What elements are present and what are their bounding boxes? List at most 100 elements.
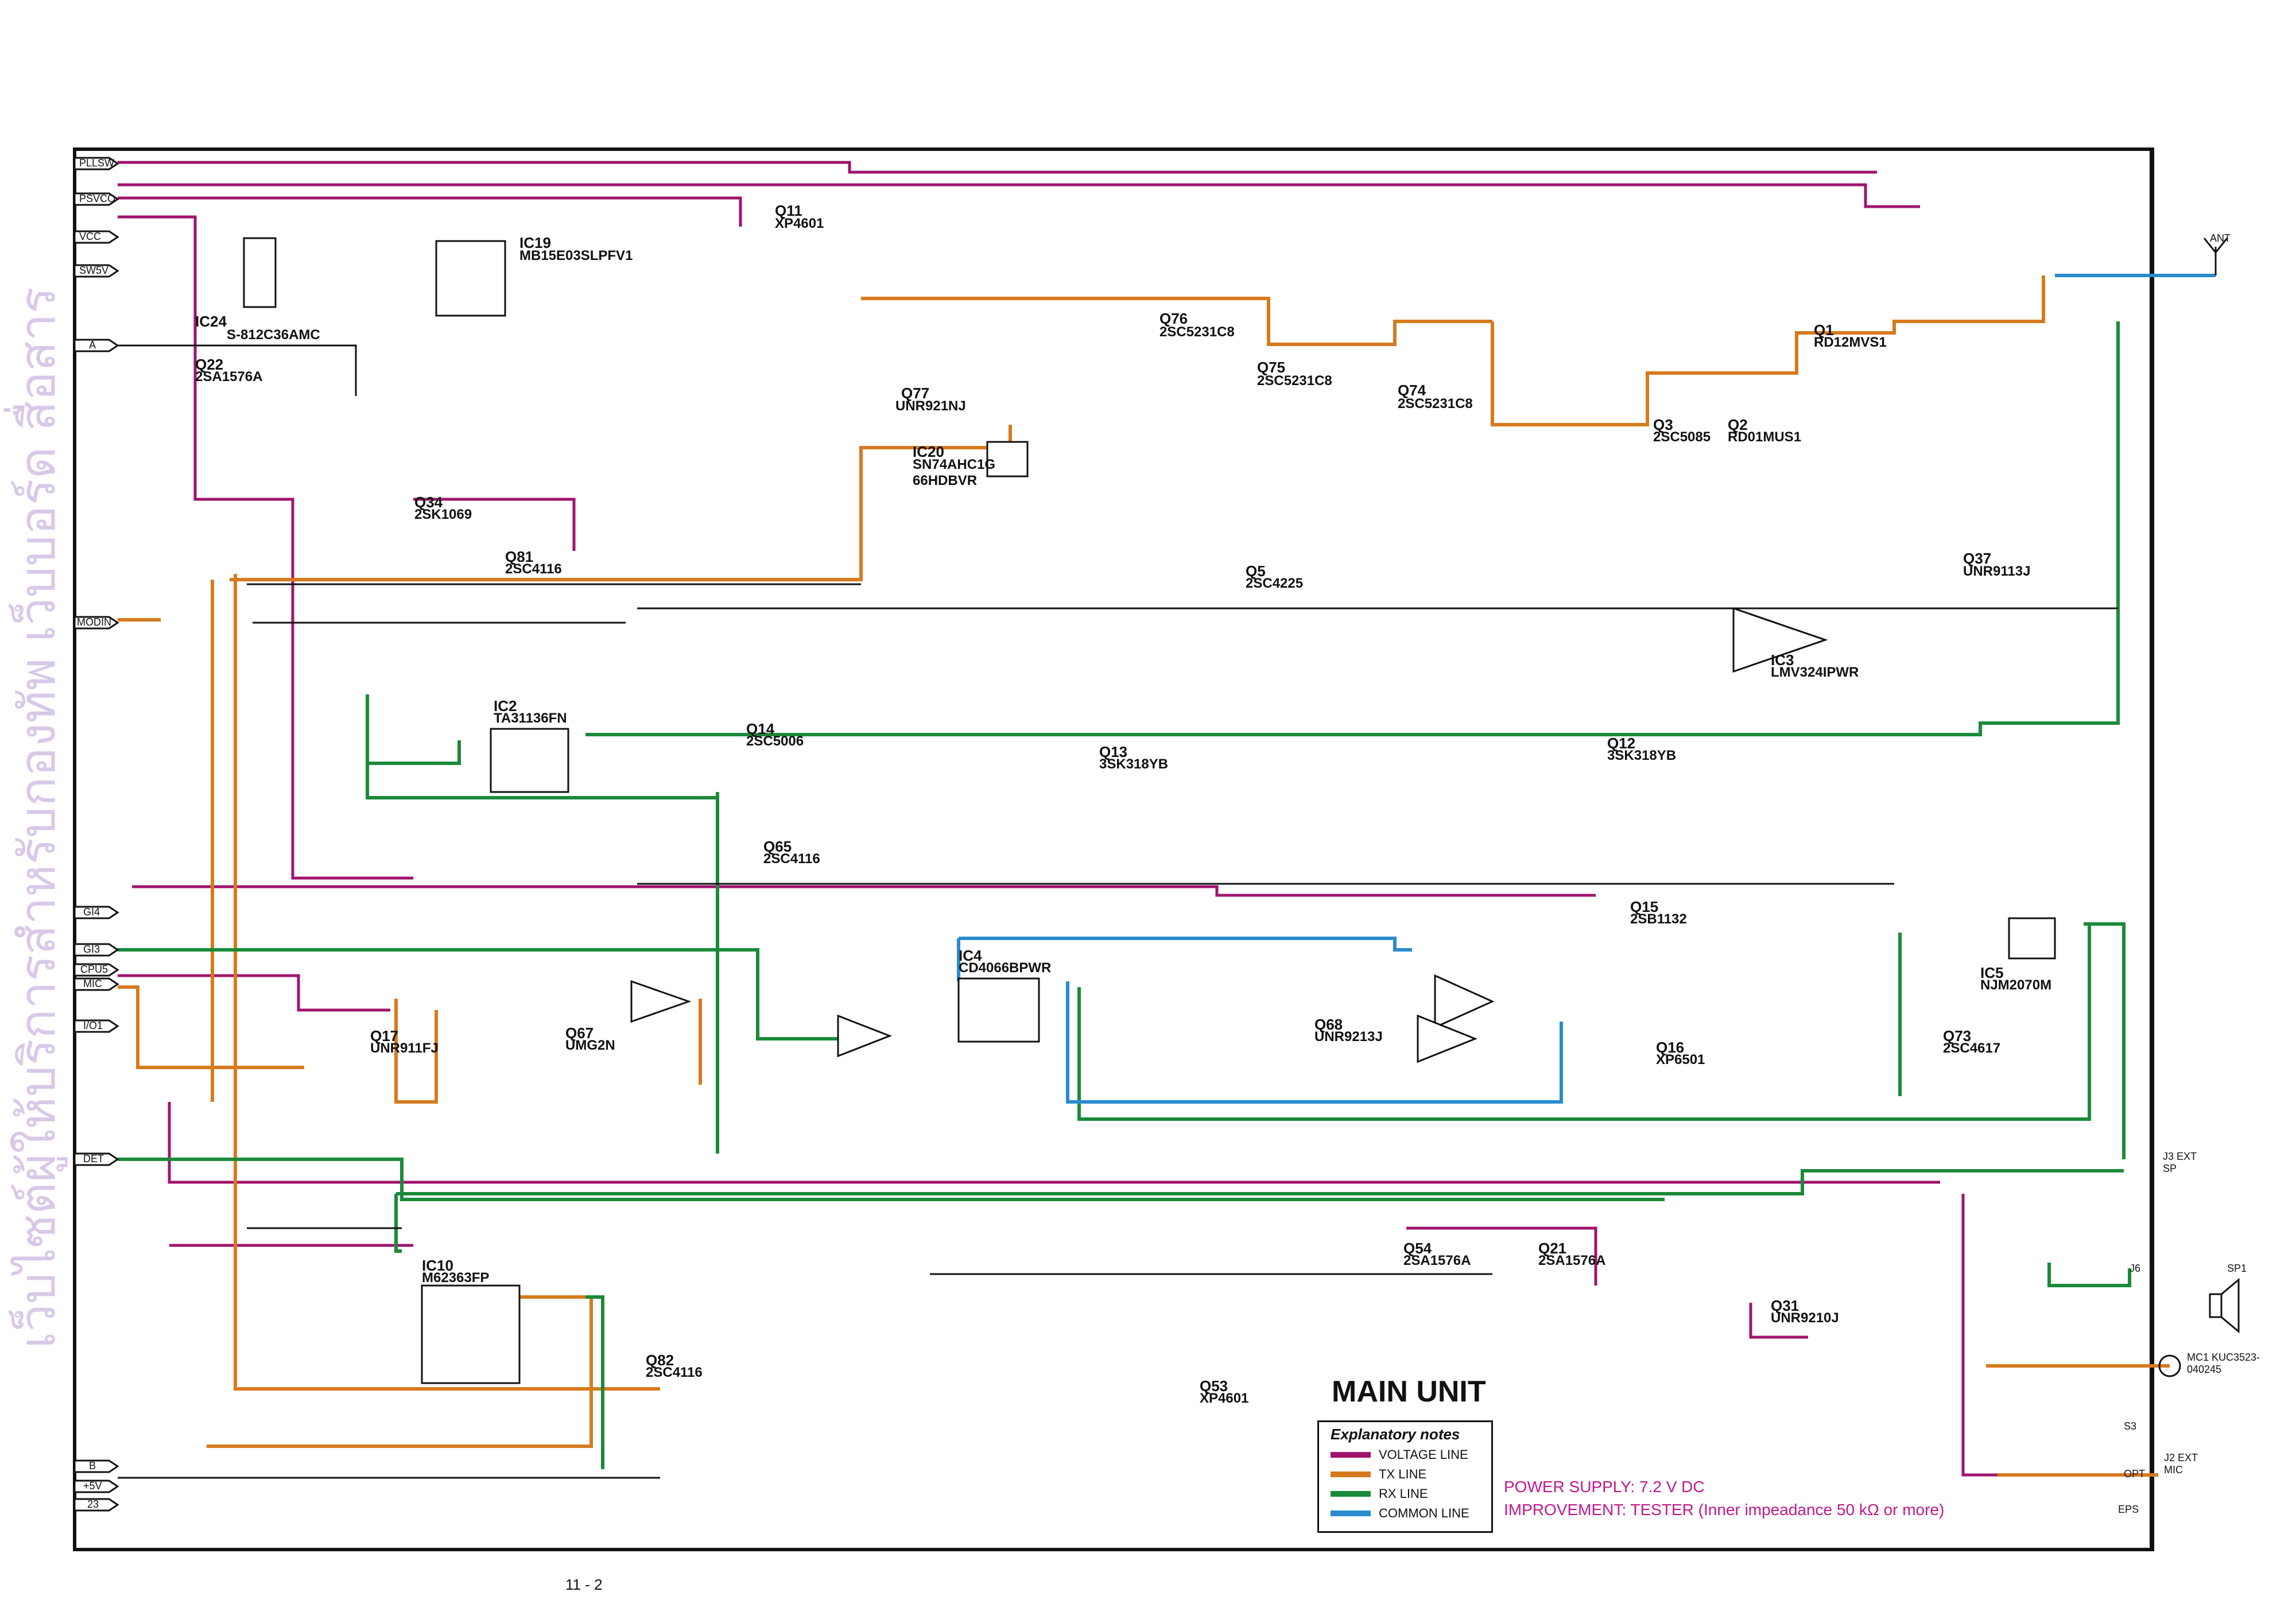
ic3-opamp-rx: [1732, 607, 1828, 673]
left-connector-tabs: [73, 157, 119, 1512]
voltage-line-opt: [1961, 1194, 2147, 1477]
q81-part: 2SC4116: [505, 561, 562, 577]
page-number: 11 - 2: [565, 1576, 603, 1593]
q14-label: Q14: [746, 720, 775, 737]
connector-label-gi3: GI3: [83, 943, 100, 955]
voltage-line-vcc: [118, 183, 1920, 208]
schematic-frame: [73, 147, 2154, 1551]
connector-label-sw5v: SW5V: [79, 265, 109, 276]
connector-label-5v: +5V: [83, 1480, 102, 1492]
connector-label-gi4: GI4: [83, 906, 100, 918]
q17-part: UNR911FJ: [370, 1040, 439, 1056]
legend-swatch-tx: [1331, 1471, 1371, 1477]
voltage-line-vcc-mid: [132, 885, 1596, 897]
diagram-title: MAIN UNIT: [1332, 1375, 1486, 1408]
q14-part: 2SC5006: [746, 733, 804, 749]
antenna-symbol: [2203, 238, 2228, 275]
connector-tab: [73, 906, 119, 919]
tx-line-mod: [211, 574, 660, 1391]
connector-tab: [73, 1498, 119, 1512]
ic10-part: M62363FP: [422, 1270, 490, 1286]
signal-line-a: [118, 344, 357, 396]
q3-label: Q3: [1653, 416, 1673, 433]
q82-label: Q82: [646, 1352, 674, 1369]
connector-tab: [73, 1152, 119, 1166]
ic5-part: NJM2070M: [1980, 977, 2052, 993]
connector-tab: [73, 264, 119, 278]
connector-label-vcc: VCC: [79, 231, 102, 242]
rx-line-speaker: [2047, 1263, 2131, 1287]
tx-line-mod-bus: [230, 425, 1012, 581]
q2-label: Q2: [1728, 416, 1748, 433]
connector-label-cpu5: CPU5: [80, 964, 108, 975]
ic5-body: [2008, 917, 2056, 960]
q73-part: 2SC4617: [1943, 1040, 2001, 1056]
connector-label-ant: ANT: [2210, 232, 2231, 244]
q31-part: UNR9210J: [1771, 1310, 1839, 1326]
q54-label: Q54: [1403, 1240, 1432, 1257]
q37-label: Q37: [1963, 550, 1992, 567]
connector-label-mc1: MC1 KUC3523-040245: [2187, 1352, 2260, 1375]
connector-tab: [73, 1459, 119, 1473]
tx-line-mic-amp: [394, 999, 438, 1104]
q3-part: 2SC5085: [1653, 429, 1711, 445]
legend: Explanatory notes VOLTAGE LINE TX LINE R…: [1317, 1420, 1493, 1533]
connector-label-j3: J3 EXT SP: [2163, 1151, 2197, 1174]
legend-item-tx: TX LINE: [1331, 1466, 1426, 1483]
connector-tab: [73, 616, 119, 630]
connector-label-io1: I/O1: [83, 1020, 103, 1031]
ic19-part: MB15E03SLPFV1: [519, 248, 633, 263]
ic4-label: IC4: [959, 947, 982, 964]
tx-line-ic10: [207, 1295, 593, 1448]
rx-line-volout: [394, 1194, 402, 1253]
connector-tab: [73, 157, 119, 170]
connector-tab: [73, 339, 119, 352]
connector-label-modin: MODIN: [77, 616, 111, 628]
legend-swatch-common: [1331, 1511, 1371, 1516]
connector-label-mic: MIC: [83, 978, 102, 989]
voltage-line-q81: [413, 498, 576, 551]
connector-label-23: 23: [87, 1498, 99, 1510]
ic3-opamp-tone: [1434, 974, 1495, 1029]
voltage-line-sw5v-low: [168, 1102, 1940, 1184]
connector-label-a: A: [89, 339, 96, 351]
common-line-ic4-loop: [957, 938, 1563, 1104]
q68-part: UNR9213J: [1314, 1029, 1383, 1045]
rx-line-ic2: [366, 694, 740, 1154]
ic10-label: IC10: [422, 1257, 453, 1274]
common-line-ic4: [959, 937, 1412, 952]
ic3-opamp-mic: [630, 980, 692, 1023]
legend-swatch-voltage: [1331, 1452, 1371, 1458]
q76-part: 2SC5231C8: [1159, 324, 1235, 340]
ic3-opamp-afo: [1417, 1014, 1478, 1063]
q15-label: Q15: [1630, 898, 1659, 915]
rx-line-det: [118, 1158, 1665, 1201]
rx-line-ic5: [1898, 922, 2126, 1159]
connector-label-det: DET: [83, 1153, 104, 1164]
q76-label: Q76: [1159, 310, 1188, 327]
q31-label: Q31: [1771, 1297, 1799, 1314]
voltage-line-mic: [118, 974, 390, 1012]
tx-lines: [118, 275, 2170, 1477]
q12-part: 3SK318YB: [1607, 748, 1677, 763]
tx-line-mic-in: [118, 985, 304, 1069]
voltage-line-pllsw: [118, 161, 1877, 174]
ic2-body: [490, 728, 569, 793]
connector-label-opt: OPT: [2124, 1468, 2146, 1480]
ic2-label: IC2: [494, 697, 517, 715]
note-improvement: IMPROVEMENT: TESTER (Inner impeadance 50…: [1504, 1501, 1945, 1519]
q11-label: Q11: [775, 202, 802, 219]
q77-label: Q77: [901, 385, 930, 402]
rx-lines: [118, 321, 2131, 1469]
q22-label: Q22: [195, 356, 224, 373]
q77-part: UNR921NJ: [895, 398, 966, 414]
q67-label: Q67: [565, 1024, 594, 1042]
connector-label-j6: J6: [2130, 1263, 2141, 1274]
speaker-symbol: [2209, 1278, 2240, 1334]
connector-tab: [73, 977, 119, 991]
q5-label: Q5: [1246, 562, 1266, 580]
q22-part: 2SA1576A: [195, 369, 263, 385]
connector-tab: [73, 192, 119, 206]
voltage-line-q34: [193, 327, 413, 880]
